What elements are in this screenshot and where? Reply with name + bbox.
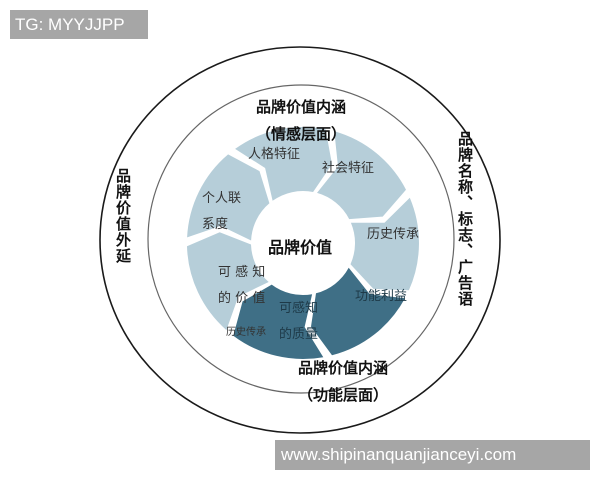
- top-title-line2: （情感层面）: [255, 125, 346, 143]
- watermark-top-left: TG: MYYJJPP: [10, 10, 148, 39]
- ring-segment: [235, 126, 332, 201]
- segment-label-personal-connection: 个人联 系度: [202, 188, 241, 236]
- ring-segment: [187, 232, 269, 331]
- ring-segment: [350, 197, 419, 291]
- top-title-line1: 品牌价值内涵: [255, 98, 346, 116]
- right-outer-label: 品牌名称、标志、广告语: [456, 131, 474, 307]
- segment-label-personality: 人格特征: [248, 147, 301, 162]
- perceived-quality-line2: 的质量: [279, 327, 319, 342]
- segment-label-social: 社会特征: [322, 161, 375, 176]
- ring-segment: [233, 284, 324, 359]
- bottom-title-line1: 品牌价值内涵: [297, 359, 388, 377]
- segment-label-history: 历史传承: [367, 227, 420, 242]
- segment-label-perceived-quality: 可感知 的质量: [279, 298, 318, 346]
- center-label: 品牌价值: [268, 238, 333, 257]
- segment-label-perceived-value: 可 感 知 的 价 值: [218, 262, 265, 310]
- stray-history-label: 历史传承: [226, 327, 266, 338]
- center-disc: [253, 193, 353, 293]
- perceived-quality-line1: 可感知: [279, 301, 319, 316]
- perceived-value-line2: 的 价 值: [218, 291, 266, 306]
- bottom-title: 品牌价值内涵 （功能层面）: [270, 357, 416, 405]
- ring-segment: [187, 154, 270, 241]
- bottom-title-line2: （功能层面）: [297, 386, 388, 404]
- personal-connection-line2: 系度: [202, 217, 229, 232]
- outer-circle: [99, 46, 501, 434]
- ring-segment: [317, 131, 406, 220]
- segment-label-functional-benefit: 功能利益: [355, 289, 408, 304]
- ring-segment: [311, 267, 405, 356]
- watermark-url: www.shipinanquanjianceyi.com: [275, 440, 590, 470]
- left-outer-label: 品牌价值外延: [114, 168, 132, 264]
- inner-circle: [147, 84, 455, 394]
- perceived-value-line1: 可 感 知: [218, 265, 266, 280]
- personal-connection-line1: 个人联: [202, 191, 242, 206]
- top-title: 品牌价值内涵 （情感层面）: [228, 96, 374, 144]
- chevron-ring: [187, 126, 419, 359]
